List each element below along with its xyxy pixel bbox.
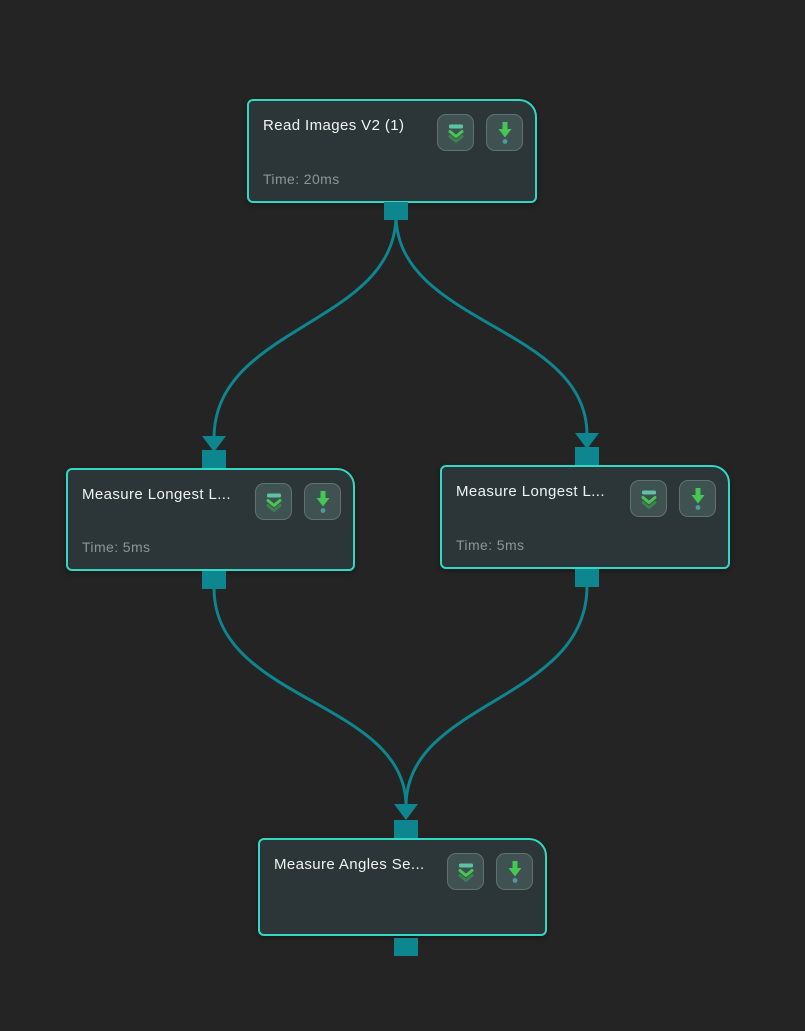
arrowhead-icon <box>394 804 418 820</box>
connection[interactable] <box>202 214 398 452</box>
node-measure-longest-right[interactable]: Measure Longest L... <box>440 465 730 569</box>
node-title: Measure Longest L... <box>456 483 605 500</box>
run-filter-button[interactable] <box>496 853 533 890</box>
output-port[interactable] <box>575 569 599 587</box>
node-button-group <box>447 853 533 890</box>
output-port[interactable] <box>384 202 408 220</box>
double-chevron-down-icon <box>445 122 467 144</box>
arrow-down-with-dot-icon <box>313 490 333 514</box>
connection[interactable] <box>212 587 418 820</box>
expand-ports-button[interactable] <box>437 114 474 151</box>
node-measure-angles[interactable]: Measure Angles Se... <box>258 838 547 936</box>
run-filter-button[interactable] <box>304 483 341 520</box>
arrow-down-with-dot-icon <box>688 487 708 511</box>
node-time-label: Time: 5ms <box>456 537 525 553</box>
node-button-group <box>630 480 716 517</box>
node-title: Measure Longest L... <box>82 486 231 503</box>
node-button-group <box>437 114 523 151</box>
output-port[interactable] <box>394 938 418 956</box>
node-read-images[interactable]: Read Images V2 (1) <box>247 99 537 203</box>
node-title: Read Images V2 (1) <box>263 117 405 134</box>
node-title: Measure Angles Se... <box>274 856 425 873</box>
double-chevron-down-icon <box>263 491 285 513</box>
output-port[interactable] <box>202 571 226 589</box>
node-button-group <box>255 483 341 520</box>
connection[interactable] <box>404 585 589 807</box>
connection[interactable] <box>394 214 599 449</box>
arrow-down-with-dot-icon <box>495 121 515 145</box>
expand-ports-button[interactable] <box>255 483 292 520</box>
expand-ports-button[interactable] <box>447 853 484 890</box>
arrowhead-icon <box>202 436 226 452</box>
double-chevron-down-icon <box>455 861 477 883</box>
input-port[interactable] <box>202 450 226 468</box>
node-time-label: Time: 5ms <box>82 539 151 555</box>
run-filter-button[interactable] <box>486 114 523 151</box>
node-measure-longest-left[interactable]: Measure Longest L... <box>66 468 355 571</box>
input-port[interactable] <box>394 820 418 838</box>
expand-ports-button[interactable] <box>630 480 667 517</box>
input-port[interactable] <box>575 447 599 465</box>
run-filter-button[interactable] <box>679 480 716 517</box>
double-chevron-down-icon <box>638 488 660 510</box>
arrowhead-icon <box>575 433 599 449</box>
node-time-label: Time: 20ms <box>263 171 340 187</box>
arrow-down-with-dot-icon <box>505 860 525 884</box>
